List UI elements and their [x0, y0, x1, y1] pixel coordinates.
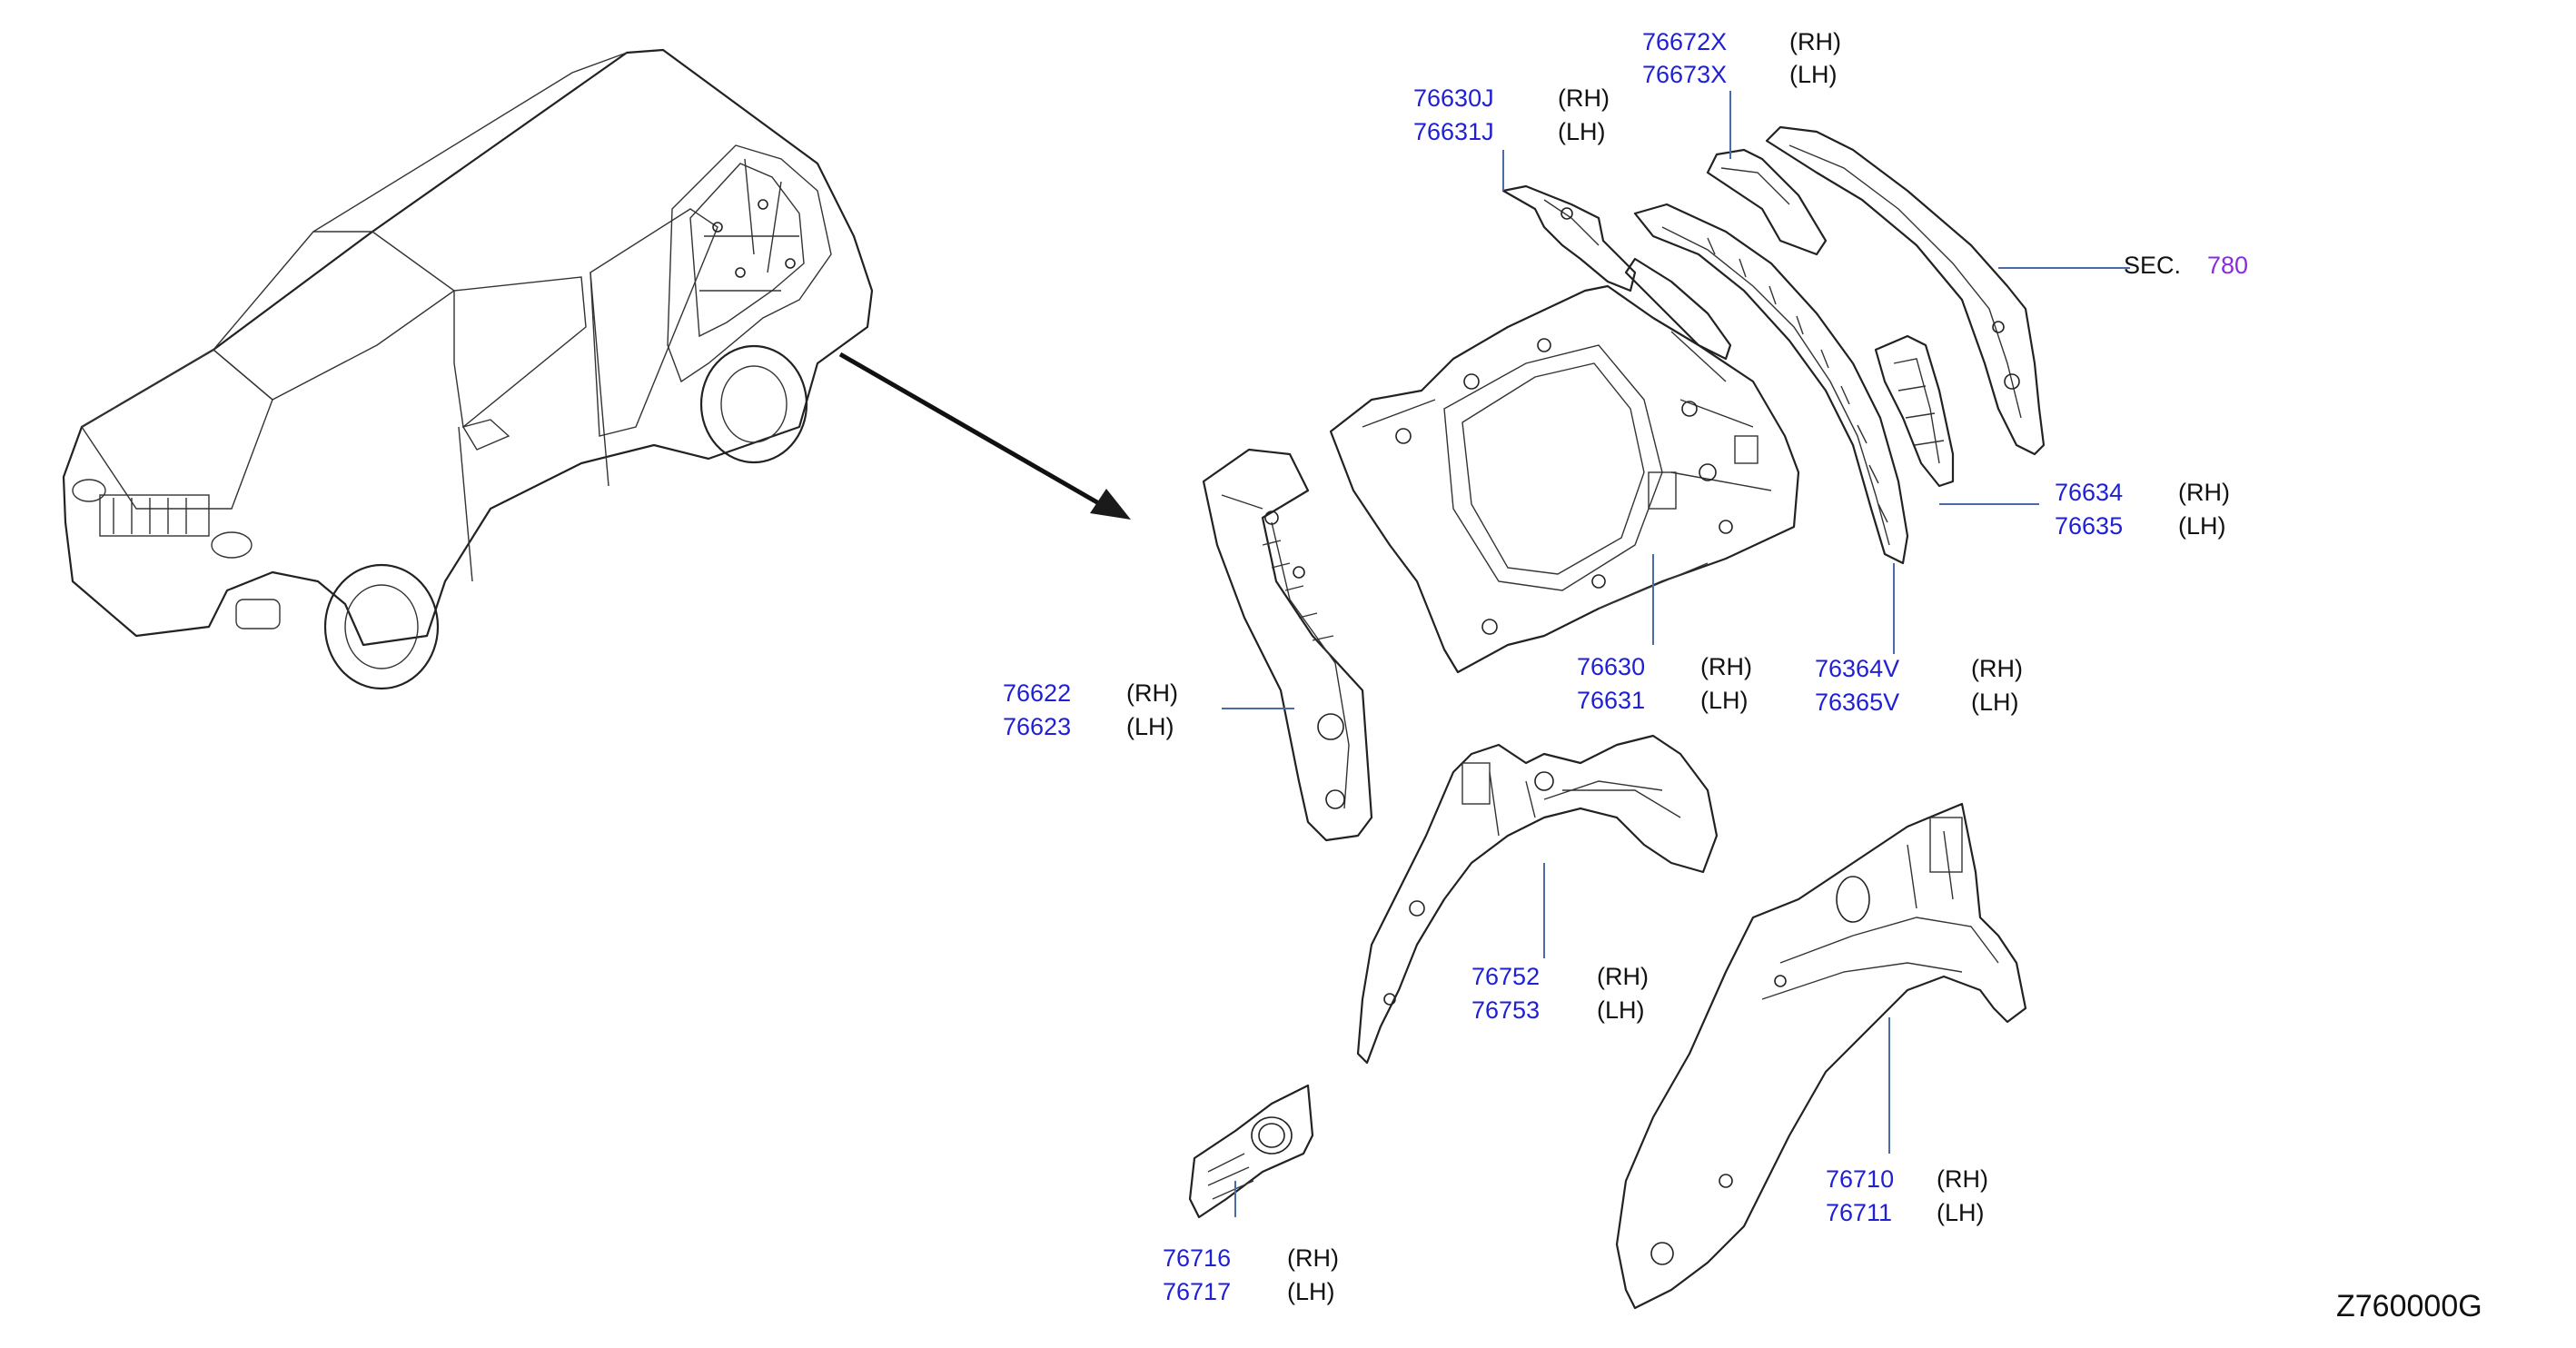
part-number-76672x[interactable]: 76672X [1642, 28, 1728, 55]
part-sec780-rail[interactable] [1765, 125, 2046, 456]
side-label-lh: (LH) [1287, 1278, 1335, 1305]
side-label-lh: (LH) [1126, 713, 1174, 740]
part-number-76753[interactable]: 76753 [1471, 996, 1541, 1024]
side-label-lh: (LH) [1971, 689, 2019, 716]
part-76622-pillar[interactable] [1202, 448, 1373, 842]
part-number-76634[interactable]: 76634 [2055, 479, 2124, 506]
part-number-76630[interactable]: 76630 [1577, 653, 1646, 680]
section-ref-number[interactable]: 780 [2207, 252, 2249, 279]
part-number-76716[interactable]: 76716 [1163, 1244, 1232, 1272]
part-number-76673x[interactable]: 76673X [1642, 61, 1728, 88]
part-76634-gusset[interactable] [1874, 334, 1955, 488]
part-number-76631[interactable]: 76631 [1577, 687, 1646, 714]
leader-lines [1222, 91, 2130, 1217]
part-number-76623[interactable]: 76623 [1003, 713, 1072, 740]
side-label-lh: (LH) [1937, 1199, 1985, 1226]
side-label-rh: (RH) [1287, 1244, 1339, 1272]
part-number-76364v[interactable]: 76364V [1815, 655, 1900, 682]
part-number-76365v[interactable]: 76365V [1815, 689, 1900, 716]
side-label-rh: (RH) [1700, 653, 1752, 680]
side-label-lh: (LH) [2178, 512, 2226, 540]
part-number-76711[interactable]: 76711 [1826, 1199, 1893, 1226]
part-76752-wheelhouse-upper[interactable] [1356, 734, 1719, 1065]
side-label-lh: (LH) [1700, 687, 1749, 714]
pointer-arrow [838, 352, 1131, 520]
side-label-rh: (RH) [1937, 1165, 1988, 1193]
side-label-rh: (RH) [1126, 679, 1178, 707]
part-76710-wheelhouse-outer[interactable] [1615, 802, 2027, 1310]
part-76716-plate[interactable] [1188, 1084, 1314, 1219]
part-number-76630j[interactable]: 76630J [1413, 84, 1494, 112]
side-label-rh: (RH) [1971, 655, 2023, 682]
side-label-lh: (LH) [1597, 996, 1645, 1024]
part-number-76631j[interactable]: 76631J [1413, 118, 1494, 145]
part-number-76635[interactable]: 76635 [2055, 512, 2124, 540]
part-76672x-bracket[interactable] [1706, 148, 1828, 256]
side-label-rh: (RH) [2178, 479, 2230, 506]
vehicle-overview-illustration [62, 48, 874, 690]
part-number-76717[interactable]: 76717 [1163, 1278, 1232, 1305]
side-label-lh: (LH) [1789, 61, 1838, 88]
part-number-76622[interactable]: 76622 [1003, 679, 1072, 707]
side-label-rh: (RH) [1558, 84, 1610, 112]
side-label-lh: (LH) [1558, 118, 1606, 145]
part-number-76710[interactable]: 76710 [1826, 1165, 1895, 1193]
diagram-code: Z760000G [2336, 1289, 2482, 1323]
section-ref-prefix: SEC. [2124, 252, 2182, 279]
side-label-rh: (RH) [1597, 963, 1649, 990]
part-number-76752[interactable]: 76752 [1471, 963, 1541, 990]
part-76630j-bracket[interactable] [1501, 184, 1637, 292]
part-76364v-strip[interactable] [1624, 203, 1909, 565]
part-76630-inner-panel[interactable] [1329, 284, 1800, 674]
side-label-rh: (RH) [1789, 28, 1841, 55]
